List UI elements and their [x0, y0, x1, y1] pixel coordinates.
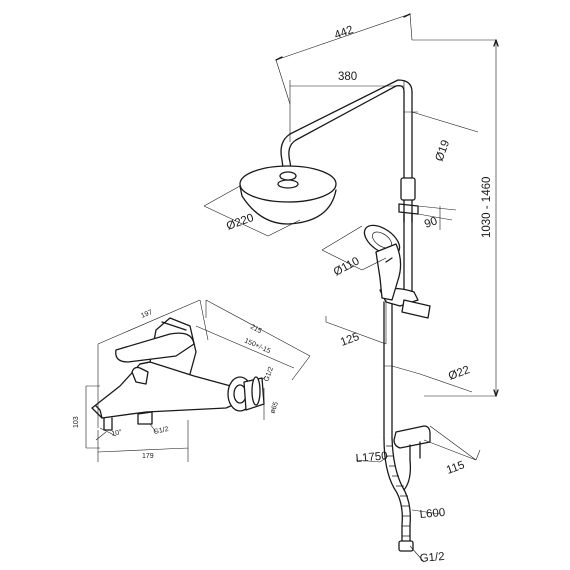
diverter-knob	[131, 366, 149, 385]
label-G12: G1/2	[419, 551, 445, 565]
shower-column	[280, 79, 431, 552]
shower-hose	[383, 437, 411, 546]
label-L1750: L1750	[355, 450, 388, 465]
label-442: 442	[333, 24, 355, 42]
mixer-cartridge	[149, 317, 197, 375]
label-103: 103	[73, 416, 80, 428]
label-197: 197	[140, 309, 154, 320]
mixer-body	[91, 361, 241, 419]
hand-shower	[363, 224, 402, 301]
riser-bottom-connector	[393, 425, 431, 449]
label-diameter-22: Ø22	[447, 364, 472, 383]
overhead-shower-head	[239, 165, 337, 225]
label-L600: L600	[419, 507, 446, 521]
label-179: 179	[142, 453, 154, 460]
holder-bracket	[401, 299, 431, 319]
hose-rings	[386, 445, 410, 537]
label-diameter-220: Ø220	[225, 212, 256, 233]
label-G12-right: G1/2	[263, 366, 275, 383]
label-90: 90	[423, 215, 439, 231]
label-10-deg: 10°	[111, 428, 123, 438]
label-diameter-65: ø65	[269, 401, 280, 415]
label-1030-1460: 1030 - 1460	[481, 177, 493, 238]
riser-pipe-upper	[403, 91, 413, 181]
label-380: 380	[338, 71, 357, 83]
dimension-lines	[203, 13, 499, 563]
bath-mixer	[91, 317, 265, 431]
label-diameter-110: Ø110	[332, 255, 362, 278]
mixer-lever	[115, 332, 195, 363]
label-diameter-19: Ø19	[434, 138, 453, 163]
label-125: 125	[339, 331, 361, 349]
bottom-outlet	[137, 411, 153, 425]
label-215: 215	[249, 324, 263, 336]
label-G12-bottom: G1/2	[153, 426, 169, 436]
labels: 442 380 Ø19 1030 - 1460 90 Ø220 Ø110 125…	[73, 24, 493, 565]
arm-drop	[280, 133, 297, 177]
mixer-dimension-lines	[85, 299, 311, 462]
riser-slider	[400, 177, 416, 201]
label-115: 115	[445, 459, 466, 477]
riser-pipe-lower	[383, 301, 393, 439]
slider-clamp	[398, 203, 419, 215]
hose-nut	[398, 540, 414, 552]
overhead-arm	[289, 79, 413, 141]
